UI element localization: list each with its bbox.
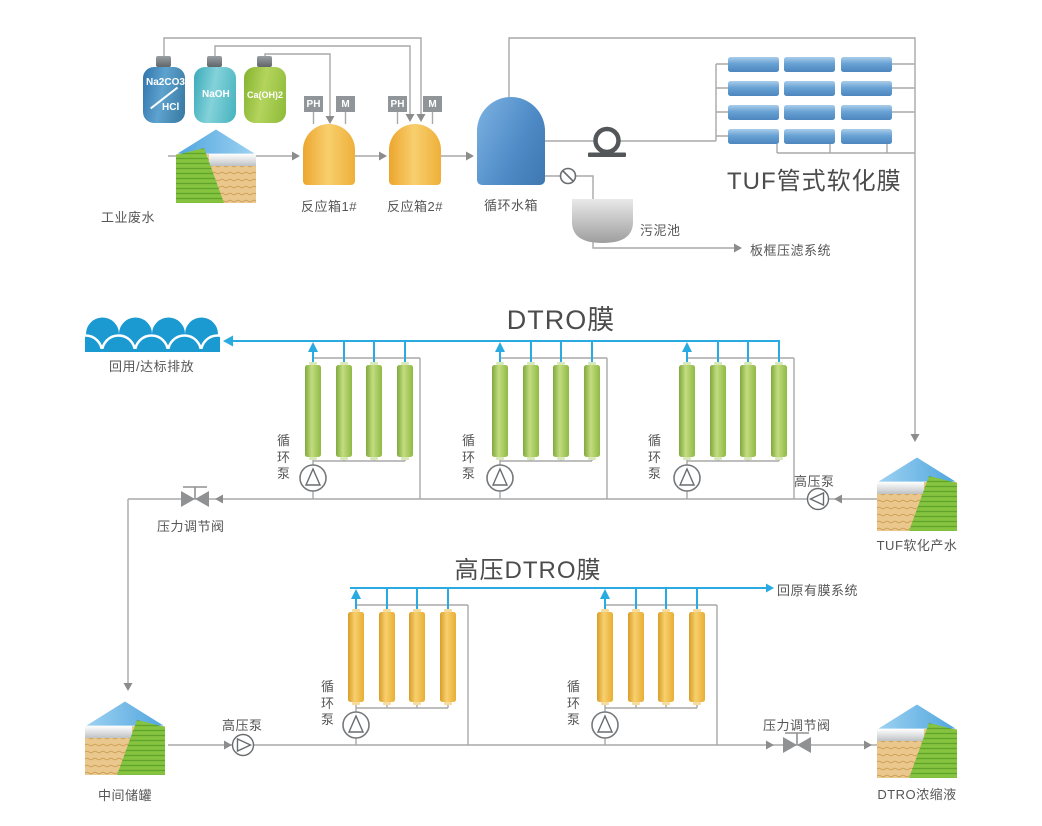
label-circ-pump: 循环泵 (321, 679, 335, 728)
reaction-tank-1 (303, 124, 355, 185)
label-tuf-product: TUF软化产水 (876, 538, 958, 553)
label-reaction-tank-1: 反应箱1# (301, 199, 357, 214)
bottle-cap (257, 56, 272, 67)
bottle-label: HCl (162, 102, 180, 113)
label-pressure-valve-upper: 压力调节阀 (157, 519, 225, 534)
label-circ-pump: 循环泵 (567, 679, 581, 728)
dtro-concentrate-icon (877, 704, 957, 778)
label-circ-pump: 循环泵 (648, 433, 662, 482)
label-plate-filter: 板框压滤系统 (750, 243, 832, 258)
bottle-cap (207, 56, 222, 67)
label-return-system: 回原有膜系统 (777, 583, 859, 598)
ph-sensor: PH (304, 96, 323, 112)
blue-pipes (229, 340, 780, 612)
label-pressure-valve-lower: 压力调节阀 (763, 718, 831, 733)
m-sensor: M (336, 96, 355, 112)
intermediate-tank-icon (85, 701, 165, 775)
chemical-bottle-naoh: NaOH (194, 67, 236, 123)
label-circ-pump: 循环泵 (462, 433, 476, 482)
label-mid-tank: 中间储罐 (97, 788, 153, 803)
pressure-valve-icon-lower (783, 732, 811, 753)
m-sensor: M (423, 96, 442, 112)
bottle-label: NaOH (202, 89, 230, 100)
label-tuf-membrane: TUF管式软化膜 (727, 168, 902, 195)
label-sludge-pool: 污泥池 (640, 223, 681, 238)
bottle-label: Ca(OH)2 (247, 90, 284, 100)
ring-pump-icon (588, 126, 626, 157)
chemical-bottle-caoh2: Ca(OH)2 (244, 67, 286, 123)
label-dtro-concentrate: DTRO浓缩液 (877, 787, 957, 802)
tuf-product-water-icon (877, 457, 957, 531)
label-industrial-wastewater: 工业废水 (100, 210, 156, 225)
label-hp-pump-lower: 高压泵 (222, 718, 263, 733)
industrial-wastewater-icon (176, 129, 256, 203)
bottle-label: Na2CO3 (146, 77, 185, 88)
gray-pipes (127, 37, 916, 746)
chemical-bottle-na2co3-hcl: Na2CO3 HCl (143, 67, 185, 123)
bottle-cap (156, 56, 171, 67)
sludge-basin-icon (572, 199, 633, 243)
label-hp-dtro-title: 高压DTRO膜 (454, 557, 602, 584)
pump-triangles (231, 467, 830, 757)
drain-valve-icon (559, 167, 577, 185)
pressure-valve-icon-upper (181, 486, 209, 507)
ph-sensor: PH (388, 96, 407, 112)
label-circ-pump: 循环泵 (277, 433, 291, 482)
label-reaction-tank-2: 反应箱2# (387, 199, 443, 214)
wave-icon (85, 317, 220, 352)
label-circulating-tank: 循环水箱 (483, 198, 539, 213)
label-hp-pump-upper: 高压泵 (794, 474, 835, 489)
circulating-water-tank (477, 97, 545, 185)
flow-arrows (123, 114, 920, 750)
blue-arrows (223, 335, 774, 599)
reaction-tank-2 (389, 124, 441, 185)
label-reuse-discharge: 回用/达标排放 (109, 359, 195, 374)
label-dtro-title: DTRO膜 (506, 305, 616, 335)
